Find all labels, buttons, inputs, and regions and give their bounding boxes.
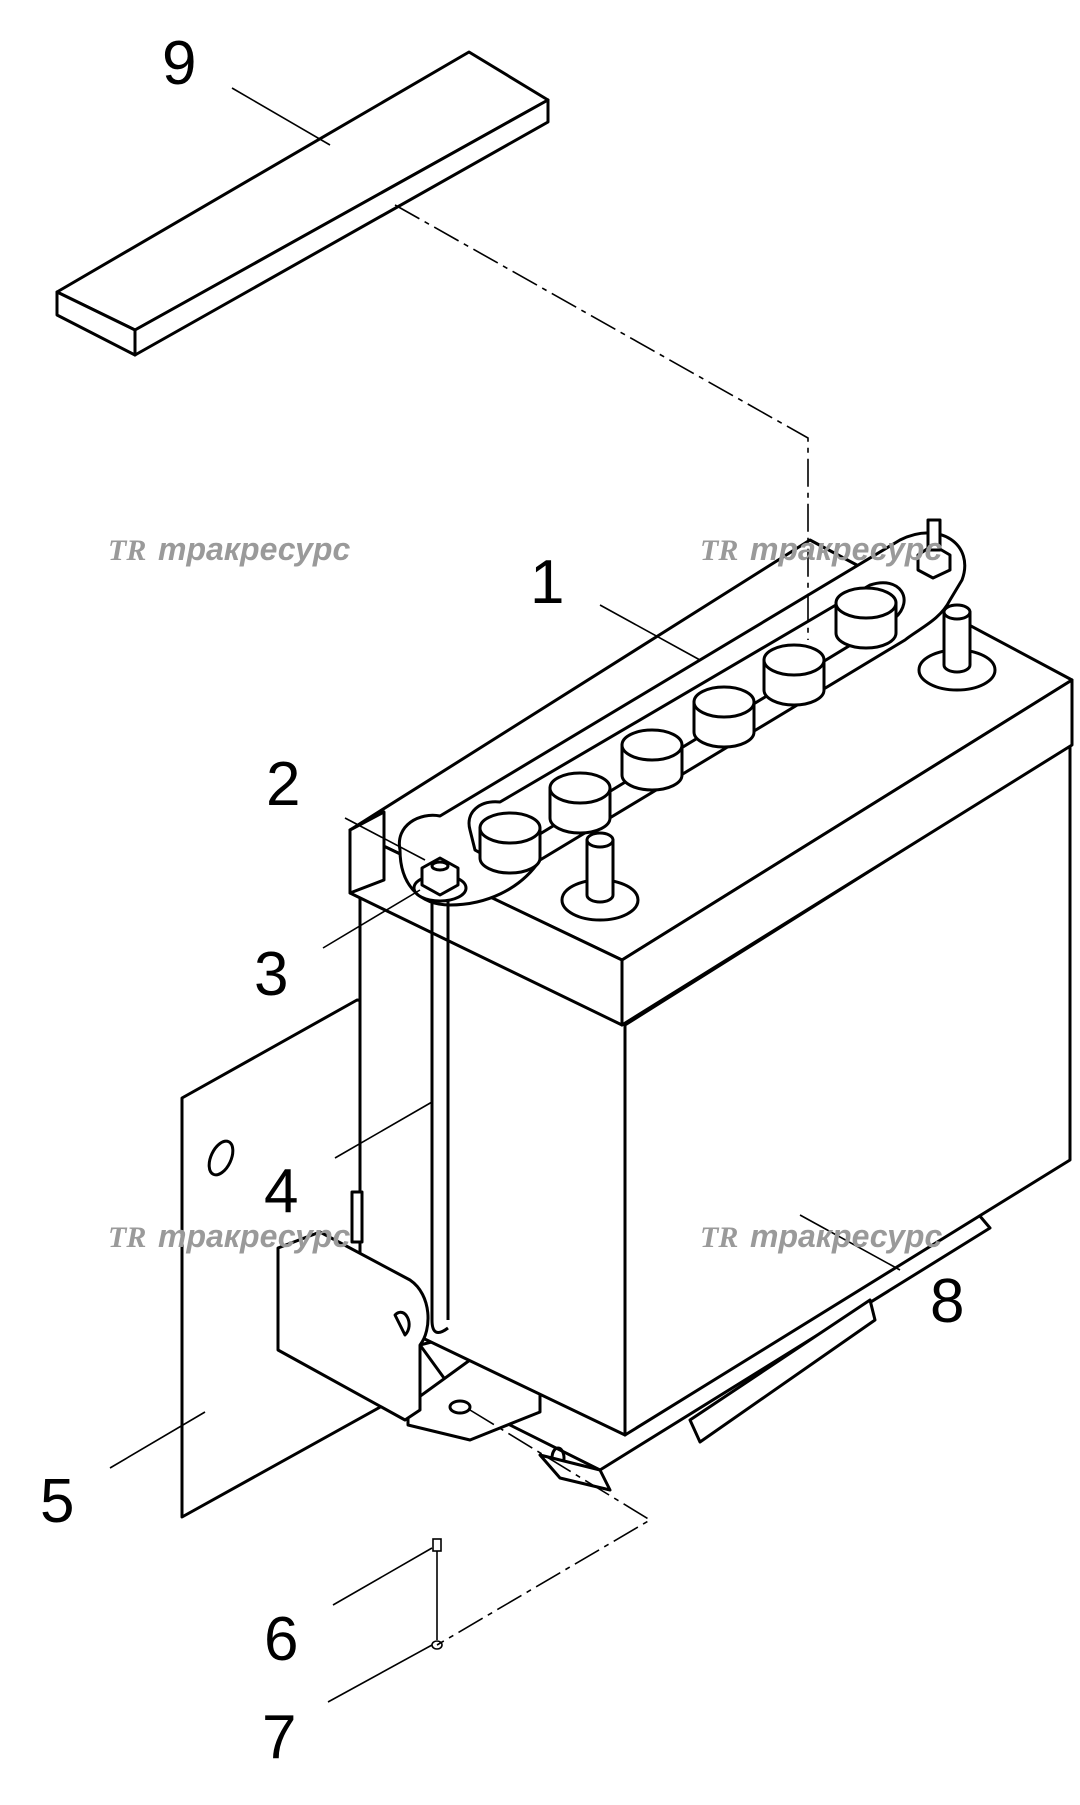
watermark-text: тракресурс — [750, 531, 942, 567]
cell-caps — [478, 586, 898, 875]
watermark: TR тракресурс — [700, 1218, 942, 1254]
terminal-rear — [917, 603, 997, 692]
battery-terminals — [560, 603, 997, 922]
callout-5: 5 — [40, 1467, 74, 1536]
watermark: TR тракресурс — [700, 531, 942, 567]
callout-labels: 1 2 3 4 5 6 7 8 9 — [40, 29, 964, 1772]
watermark-logo: TR — [700, 534, 738, 567]
callout-8: 8 — [930, 1267, 964, 1336]
callout-2: 2 — [266, 750, 300, 819]
bracket — [276, 1190, 430, 1422]
cell-cap — [692, 685, 756, 749]
screw-part-6 — [432, 1538, 442, 1640]
watermark-text: тракресурс — [750, 1218, 942, 1254]
callout-1: 1 — [530, 548, 564, 617]
watermark-text: тракресурс — [158, 531, 350, 567]
leader-lines — [109, 87, 901, 1703]
assembly-centerlines — [394, 204, 809, 1646]
nut-part-2 — [412, 856, 468, 903]
watermark-logo: TR — [700, 1221, 738, 1254]
callout-4: 4 — [264, 1157, 298, 1226]
watermark-text: тракресурс — [158, 1218, 350, 1254]
watermark: TR тракресурс — [108, 531, 350, 567]
cell-cap — [548, 771, 612, 835]
cell-cap — [478, 811, 542, 875]
cell-cap — [834, 586, 898, 650]
callout-6: 6 — [264, 1605, 298, 1674]
watermark-logo: TR — [108, 534, 146, 567]
watermark-logo: TR — [108, 1221, 146, 1254]
callout-9: 9 — [162, 29, 196, 98]
terminal-front — [560, 831, 640, 922]
j-bolt-part-4 — [430, 880, 450, 1334]
cell-cap — [762, 643, 826, 707]
watermark: TR тракресурс — [108, 1218, 350, 1254]
cell-cap — [620, 728, 684, 792]
rear-clamp-bolt — [916, 518, 952, 580]
callout-7: 7 — [262, 1703, 296, 1772]
watermarks: TR тракресурс TR тракресурс TR тракресур… — [108, 531, 942, 1254]
pad-part-9 — [55, 50, 550, 357]
callout-3: 3 — [254, 940, 288, 1009]
